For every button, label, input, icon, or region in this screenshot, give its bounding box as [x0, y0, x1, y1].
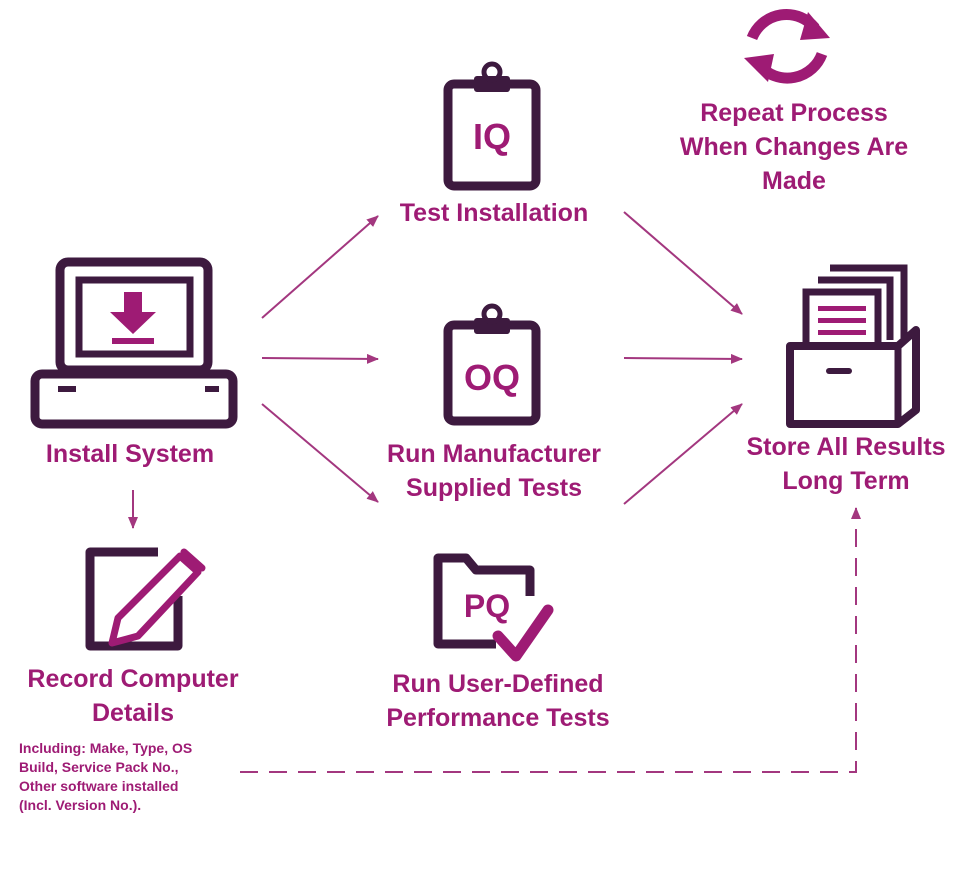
store-label-line2: Long Term: [782, 467, 910, 495]
pq-badge: PQ: [464, 588, 510, 624]
run-user-defined-tests-label: Run User-Defined Performance Tests: [350, 667, 646, 735]
record-details-line2: Details: [92, 699, 174, 727]
dashed-arrow-record-to-store: [240, 507, 861, 773]
note-line: Including: Make, Type, OS: [19, 740, 193, 756]
record-details-line1: Record Computer: [27, 665, 239, 693]
iq-clipboard-icon: IQ: [443, 61, 541, 191]
refresh-icon: [744, 9, 830, 84]
folder-check-icon: PQ: [433, 553, 554, 662]
repeat-process-label: Repeat Process When Changes Are Made: [664, 96, 924, 198]
record-details-note: Including: Make, Type, OS Build, Service…: [19, 739, 239, 815]
arrow-install-to-iq: [261, 215, 379, 319]
pq-label-line2: Performance Tests: [386, 704, 610, 732]
run-manufacturer-tests-label: Run Manufacturer Supplied Tests: [350, 437, 638, 505]
iq-badge: IQ: [473, 116, 511, 157]
record-details-label: Record Computer Details: [8, 662, 258, 730]
arrow-oq-to-store-lower: [623, 403, 743, 505]
repeat-label-line2: When Changes Are: [679, 133, 909, 161]
oq-label-line1: Run Manufacturer: [387, 440, 601, 468]
note-line: (Incl. Version No.).: [19, 797, 142, 813]
install-system-label: Install System: [45, 440, 215, 468]
note-line: Build, Service Pack No.,: [19, 759, 179, 775]
file-box-icon: [786, 264, 920, 428]
pq-label-line1: Run User-Defined: [392, 670, 604, 698]
store-label-line1: Store All Results: [746, 433, 946, 461]
store-results-label: Store All Results Long Term: [716, 430, 960, 498]
arrow-iq-to-store: [623, 211, 743, 315]
oq-badge: OQ: [464, 357, 520, 398]
arrow-install-to-oq: [261, 353, 379, 364]
repeat-label-line1: Repeat Process: [700, 99, 888, 127]
computer-download-icon: [30, 257, 238, 429]
oq-clipboard-icon: OQ: [443, 303, 541, 426]
pencil-edit-icon: [85, 547, 206, 651]
note-line: Other software installed: [19, 778, 179, 794]
arrow-install-to-pq: [261, 403, 379, 503]
connector-arrows: [128, 211, 861, 773]
test-installation-label: Test Installation: [399, 199, 589, 227]
arrow-oq-to-store: [623, 353, 743, 364]
oq-label-line2: Supplied Tests: [406, 474, 582, 502]
repeat-label-line3: Made: [762, 167, 826, 195]
